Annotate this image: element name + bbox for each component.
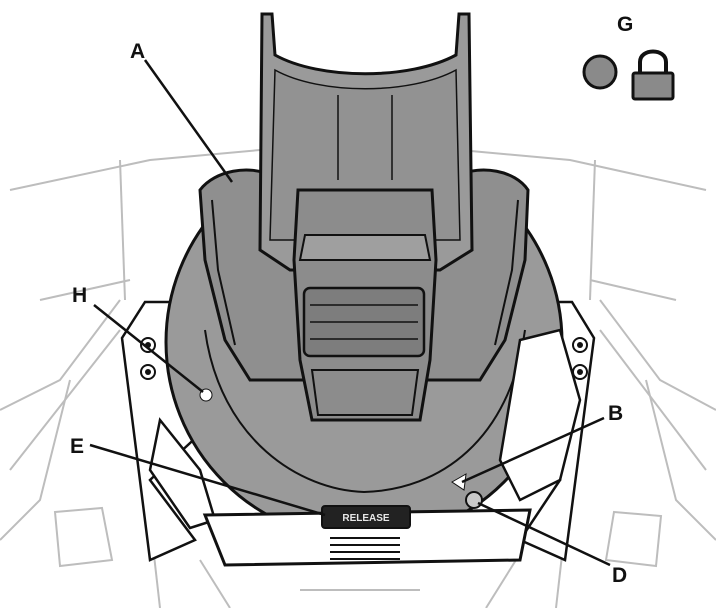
- handle-top: [298, 234, 432, 261]
- padlock-icon: [631, 49, 675, 101]
- neutral-circle-icon: [582, 54, 618, 90]
- detent-pin[interactable]: [465, 491, 483, 509]
- leader-b: [461, 416, 605, 484]
- bracket-bolt-right-upper: [572, 337, 588, 353]
- collar-inner-line-right: [494, 199, 519, 346]
- leader-h: [93, 304, 204, 393]
- callout-g: G: [617, 13, 633, 36]
- leader-d: [477, 501, 611, 567]
- leader-a: [143, 59, 234, 183]
- leader-e: [89, 443, 326, 517]
- handle-base: [310, 369, 420, 416]
- right-guard-plate: [498, 328, 582, 502]
- leader-lines: [89, 59, 611, 567]
- callout-b: B: [608, 402, 623, 425]
- vent-slots: [330, 537, 400, 560]
- collar-inner-line-left: [211, 199, 236, 346]
- callout-a: A: [130, 40, 145, 63]
- release-button[interactable]: [321, 505, 411, 529]
- callout-e: E: [70, 435, 84, 458]
- bracket-bolt-right-lower: [572, 364, 588, 380]
- release-button-label: RELEASE: [342, 513, 390, 524]
- bracket-bolt-left-lower: [140, 364, 156, 380]
- callout-h: H: [72, 284, 87, 307]
- housing-inner-ring: [204, 329, 526, 494]
- background-vehicle-outline: [0, 149, 716, 608]
- callout-d: D: [612, 564, 627, 587]
- bracket-bolt-left-upper: [140, 337, 156, 353]
- left-guard-plate: [148, 417, 217, 530]
